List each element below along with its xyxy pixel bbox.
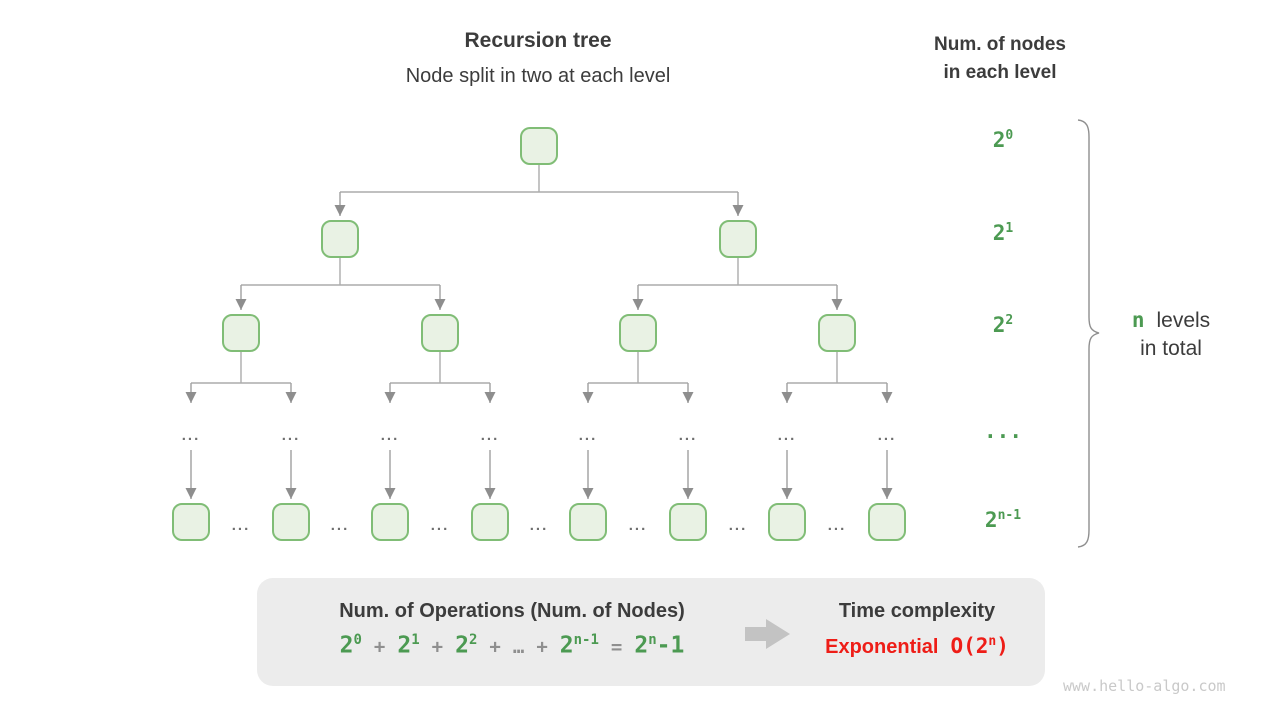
leaf-separator-ellipsis: ... — [430, 517, 450, 534]
tree-node — [868, 503, 906, 541]
tree-ellipsis: ... — [281, 427, 301, 444]
term-base: 2 — [339, 632, 354, 659]
implies-arrow-icon — [745, 619, 790, 649]
levels-brace — [1077, 119, 1100, 548]
right-column-title-line2: in each level — [943, 62, 1057, 83]
level-count-exponent: n-1 — [997, 508, 1022, 523]
level-count-label: 21 — [973, 221, 1033, 245]
term-base: 2 — [397, 632, 412, 659]
leaf-separator-ellipsis: ... — [628, 517, 648, 534]
term-exponent: 1 — [411, 632, 420, 648]
tree-ellipsis: ... — [877, 427, 897, 444]
formula-ellipsis: … — [512, 635, 525, 658]
tree-ellipsis: ... — [678, 427, 698, 444]
right-column-title-line1: Num. of nodes — [934, 34, 1066, 55]
term-base: 2 — [455, 632, 469, 659]
term-exponent: 0 — [353, 632, 362, 648]
big-o-suffix: ) — [996, 634, 1009, 658]
term-exponent: 2 — [468, 632, 478, 648]
tree-ellipsis: ... — [480, 427, 500, 444]
tree-ellipsis: ... — [380, 427, 400, 444]
tree-node — [222, 314, 260, 352]
level-count-exponent: 2 — [1005, 313, 1014, 328]
watermark: www.hello-algo.com — [1063, 677, 1226, 695]
tree-node — [719, 220, 757, 258]
leaf-separator-ellipsis: ... — [330, 517, 350, 534]
tree-node — [421, 314, 459, 352]
leaf-separator-ellipsis: ... — [827, 517, 847, 534]
tree-node — [818, 314, 856, 352]
term-exponent: n-1 — [573, 632, 599, 648]
term-exponent: n — [648, 632, 657, 648]
level-count-base: 2 — [992, 221, 1006, 245]
tree-node — [520, 127, 558, 165]
level-count-base: 2 — [992, 313, 1006, 337]
connector-lines — [191, 165, 887, 384]
n-symbol: n — [1131, 308, 1145, 332]
term-base: 2 — [559, 632, 574, 659]
complexity-result: Exponential O(2n) — [797, 634, 1037, 659]
tree-ellipsis: ... — [181, 427, 201, 444]
tree-node — [371, 503, 409, 541]
tree-node — [321, 220, 359, 258]
tree-ellipsis: ... — [777, 427, 797, 444]
level-count-label: 20 — [973, 128, 1033, 152]
complexity-word: Exponential — [825, 636, 939, 658]
tree-node — [172, 503, 210, 541]
leaf-separator-ellipsis: ... — [728, 517, 748, 534]
formula-equals: = — [610, 635, 623, 658]
level-count-base: 2 — [984, 508, 998, 532]
formula-result: 2n-1 — [634, 632, 684, 659]
time-complexity-title: Time complexity — [838, 600, 996, 622]
formula-operator: + — [431, 635, 444, 658]
level-count-label: 2n-1 — [973, 508, 1033, 532]
right-column-title: Num. of nodes in each level — [890, 31, 1110, 87]
levels-word: levels — [1156, 309, 1211, 332]
big-o-prefix: O(2 — [950, 634, 989, 658]
level-count-label: 22 — [973, 313, 1033, 337]
term-tail: -1 — [656, 632, 685, 659]
tree-ellipsis: ... — [578, 427, 598, 444]
level-count-base: 2 — [992, 128, 1006, 152]
tree-node — [619, 314, 657, 352]
leaf-separator-ellipsis: ... — [529, 517, 549, 534]
diagram-title: Recursion tree — [464, 29, 612, 52]
tree-node — [768, 503, 806, 541]
operations-formula: 20 + 21 + 22 + … + 2n-1 = 2n-1 — [277, 632, 747, 659]
tree-node — [569, 503, 607, 541]
leaf-separator-ellipsis: ... — [231, 517, 251, 534]
formula-term: 21 — [397, 632, 419, 659]
formula-operator: + — [489, 635, 501, 658]
tree-node — [669, 503, 707, 541]
operations-title: Num. of Operations (Num. of Nodes) — [339, 600, 685, 622]
term-base: 2 — [634, 632, 649, 659]
formula-term: 2n-1 — [560, 632, 599, 659]
level-count-exponent: 0 — [1005, 128, 1014, 143]
tree-node — [272, 503, 310, 541]
formula-operator: + — [536, 635, 548, 658]
formula-operator: + — [373, 635, 386, 658]
big-o-exponent: n — [988, 634, 997, 649]
tree-node — [471, 503, 509, 541]
total-levels-line2: in total — [1140, 337, 1202, 360]
level-count-ellipsis: ... — [984, 419, 1022, 443]
big-o-notation: O(2n) — [950, 634, 1008, 658]
summary-box: Num. of Operations (Num. of Nodes) 20 + … — [257, 578, 1045, 686]
level-count-exponent: 1 — [1005, 221, 1014, 236]
formula-term: 20 — [340, 632, 362, 659]
diagram-subtitle: Node split in two at each level — [405, 65, 671, 87]
formula-term: 22 — [455, 632, 477, 659]
